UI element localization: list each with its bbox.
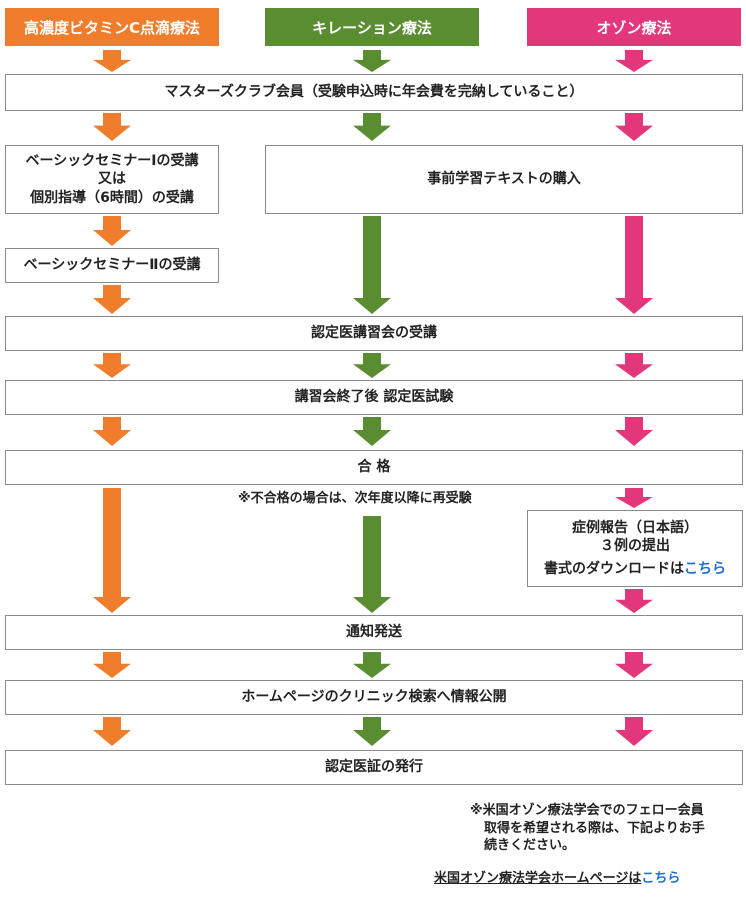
step-seminar2-label: ベーシックセミナーⅡの受講: [23, 257, 201, 274]
step-membership-label: マスターズクラブ会員（受験申込時に年会費を完納していること）: [164, 84, 584, 101]
aaot-homepage-link[interactable]: こちら: [641, 871, 681, 886]
step-lecture-label: 認定医講習会の受講: [311, 325, 437, 342]
step-textbook-label: 事前学習テキストの購入: [427, 171, 581, 188]
down-arrow-icon: [353, 50, 391, 72]
seminar1-line1: ベーシックセミナーⅠの受講: [25, 153, 199, 170]
fellow-note: ※米国オゾン療法学会でのフェロー会員 取得を希望される際は、下記よりお手 続きく…: [470, 802, 742, 855]
down-arrow-icon: [353, 216, 391, 314]
down-arrow-icon: [93, 216, 131, 246]
fellow-note-line1: ※米国オゾン療法学会でのフェロー会員: [470, 803, 704, 818]
down-arrow-icon: [353, 113, 391, 141]
retake-note: ※不合格の場合は、次年度以降に再受験: [238, 491, 472, 506]
fellow-note-line3: 続きください。: [484, 838, 576, 854]
down-arrow-icon: [615, 113, 653, 141]
down-arrow-icon: [353, 353, 391, 378]
seminar1-line3: 個別指導（6時間）の受講: [30, 189, 194, 206]
aaot-link-prefix: 米国オゾン療法学会ホームページは: [434, 871, 642, 886]
down-arrow-icon: [93, 488, 131, 613]
down-arrow-icon: [353, 717, 391, 746]
case-download-prefix: 書式のダウンロードは: [544, 560, 684, 577]
down-arrow-icon: [615, 717, 653, 746]
aaot-link-line: 米国オゾン療法学会ホームページはこちら: [434, 870, 680, 888]
step-lecture: 認定医講習会の受講: [5, 316, 743, 351]
down-arrow-icon: [93, 717, 131, 746]
step-pass-label: 合 格: [357, 459, 391, 476]
down-arrow-icon: [93, 285, 131, 314]
down-arrow-icon: [353, 516, 391, 613]
down-arrow-icon: [93, 353, 131, 378]
down-arrow-icon: [353, 652, 391, 678]
step-notice-label: 通知発送: [346, 624, 402, 641]
step-publish: ホームページのクリニック検索へ情報公開: [5, 680, 743, 715]
down-arrow-icon: [615, 652, 653, 678]
step-certificate-label: 認定医証の発行: [325, 759, 423, 776]
down-arrow-icon: [93, 417, 131, 446]
header-vitamin-c: 高濃度ビタミンC点滴療法: [5, 8, 219, 46]
down-arrow-icon: [615, 589, 653, 613]
down-arrow-icon: [615, 50, 653, 72]
step-notice: 通知発送: [5, 615, 743, 650]
down-arrow-icon: [615, 216, 653, 314]
step-case-report: 症例報告（日本語） ３例の提出 書式のダウンロードはこちら: [527, 510, 743, 587]
fellow-note-line2: 取得を希望される際は、下記よりお手: [484, 820, 705, 836]
down-arrow-icon: [615, 353, 653, 378]
seminar1-line2: 又は: [98, 171, 126, 188]
down-arrow-icon: [615, 417, 653, 446]
step-basic-seminar-1: ベーシックセミナーⅠの受講 又は 個別指導（6時間）の受講: [5, 145, 219, 214]
step-exam: 講習会終了後 認定医試験: [5, 380, 743, 415]
step-textbook: 事前学習テキストの購入: [265, 145, 743, 214]
down-arrow-icon: [615, 488, 653, 508]
step-publish-label: ホームページのクリニック検索へ情報公開: [241, 689, 507, 706]
step-exam-label: 講習会終了後 認定医試験: [294, 389, 454, 406]
step-pass: 合 格: [5, 450, 743, 485]
down-arrow-icon: [93, 652, 131, 678]
case-download-link[interactable]: こちら: [684, 560, 726, 577]
down-arrow-icon: [353, 417, 391, 446]
case-line2: ３例の提出: [600, 538, 670, 555]
down-arrow-icon: [93, 50, 131, 72]
step-membership: マスターズクラブ会員（受験申込時に年会費を完納していること）: [5, 74, 743, 111]
case-line1: 症例報告（日本語）: [572, 520, 698, 537]
step-certificate: 認定医証の発行: [5, 750, 743, 785]
down-arrow-icon: [93, 113, 131, 141]
header-ozone: オゾン療法: [527, 8, 741, 46]
case-download: 書式のダウンロードはこちら: [544, 560, 726, 578]
step-basic-seminar-2: ベーシックセミナーⅡの受講: [5, 248, 219, 283]
header-chelation: キレーション療法: [265, 8, 479, 46]
